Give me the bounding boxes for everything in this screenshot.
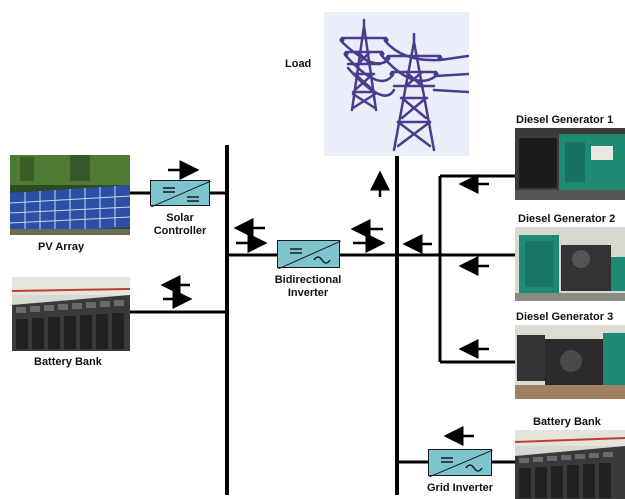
diesel-generator-1-label: Diesel Generator 1 xyxy=(516,114,613,127)
generator-icon xyxy=(515,325,625,399)
battery-bank-right-label: Battery Bank xyxy=(533,416,601,429)
dc-dc-converter-icon xyxy=(151,181,211,207)
pv-array-label: PV Array xyxy=(38,241,84,254)
battery-bank-left-label: Battery Bank xyxy=(34,356,102,369)
diesel-generator-3-label: Diesel Generator 3 xyxy=(516,311,613,324)
dc-ac-inverter-icon xyxy=(278,241,341,269)
battery-bank-left-image xyxy=(12,277,130,351)
diesel-generator-3-image xyxy=(515,325,625,399)
solar-controller-label-1: Solar xyxy=(150,212,210,225)
generator-icon xyxy=(515,227,625,301)
grid-inverter-box xyxy=(428,449,492,476)
solar-panel-icon xyxy=(10,155,130,235)
diesel-generator-2-label: Diesel Generator 2 xyxy=(518,213,615,226)
pv-array-image xyxy=(10,155,130,235)
grid-inverter-label: Grid Inverter xyxy=(410,482,510,495)
solar-controller-label-2: Controller xyxy=(150,225,210,238)
diesel-generator-1-image xyxy=(515,128,625,200)
generator-icon xyxy=(515,128,625,200)
dc-ac-inverter-icon xyxy=(429,450,493,477)
load-label: Load xyxy=(285,58,311,71)
solar-controller-box xyxy=(150,180,210,206)
diesel-generator-2-image xyxy=(515,227,625,301)
battery-bank-right-image xyxy=(515,430,625,499)
battery-icon xyxy=(12,277,130,351)
load-image xyxy=(324,12,469,156)
bidirectional-inverter-box xyxy=(277,240,340,268)
battery-icon xyxy=(515,430,625,499)
transmission-tower-icon xyxy=(324,12,469,156)
bidirectional-inverter-label-2: Inverter xyxy=(258,287,358,300)
bidirectional-inverter-label-1: Bidirectional xyxy=(258,274,358,287)
